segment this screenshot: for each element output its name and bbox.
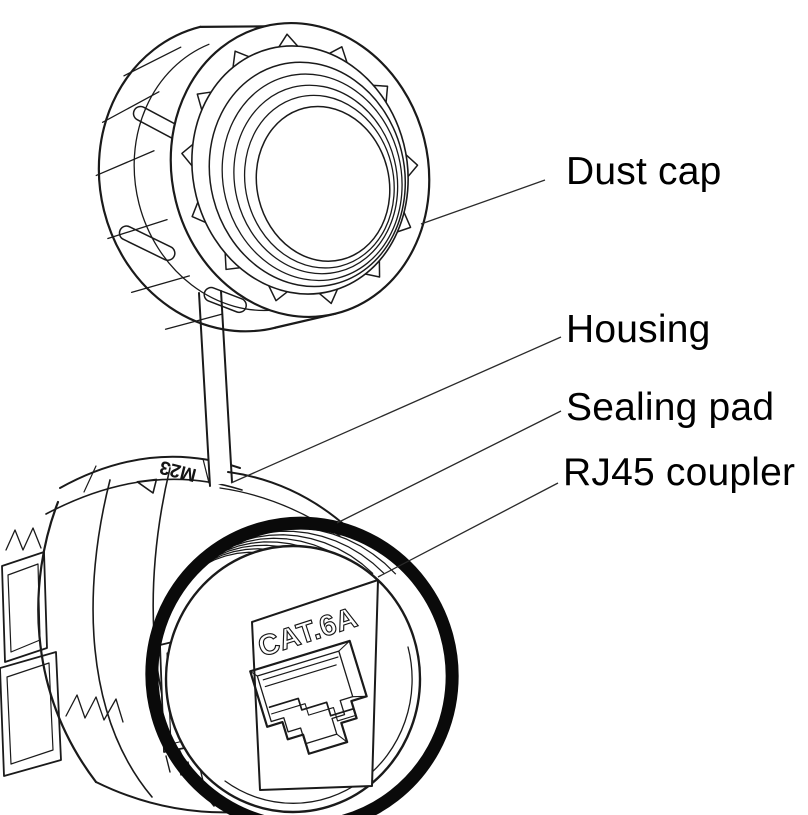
tether-strap-right-edge bbox=[220, 290, 233, 483]
rj45-jack-shelf-step-lower bbox=[271, 703, 357, 722]
dust-cap-body-silhouette bbox=[97, 25, 277, 333]
leader-line-rj45-coupler bbox=[377, 482, 559, 578]
leader-line-housing bbox=[230, 336, 562, 484]
leader-lines bbox=[230, 179, 562, 578]
label-housing: Housing bbox=[566, 308, 711, 351]
dust-cap-grip-slot-2 bbox=[118, 225, 176, 261]
dust-cap-knurl-facets bbox=[95, 46, 223, 330]
dust-cap-bore-ring-2 bbox=[221, 73, 403, 282]
dust-cap-bore-ring-3 bbox=[233, 84, 399, 275]
housing-side-window-2 bbox=[0, 651, 62, 777]
sealing-pad-ring bbox=[145, 516, 459, 815]
housing-back-thread-teeth-top bbox=[5, 527, 42, 551]
rj45-jack-contact-ridges bbox=[262, 656, 339, 688]
housing-back-thread-teeth-bottom bbox=[65, 694, 124, 723]
housing-thread-size-text: M23 bbox=[158, 456, 199, 485]
rj45-jack-shelf-step bbox=[268, 697, 355, 717]
housing-shoulder-upper bbox=[227, 471, 349, 529]
housing-body-band-2 bbox=[92, 479, 153, 798]
dust-cap-castellations bbox=[181, 33, 419, 305]
label-sealing-pad: Sealing pad bbox=[566, 386, 775, 429]
coupler-face-panel-depth-edge bbox=[377, 579, 388, 590]
dust-cap-drawing bbox=[95, 21, 431, 333]
dust-cap-bore-ring-4 bbox=[243, 94, 395, 269]
housing-side-window-1 bbox=[1, 551, 48, 663]
dust-cap-bore-ring-5 bbox=[255, 105, 391, 262]
rj45-jack-depth-edges bbox=[249, 640, 368, 755]
tether-strap-left-edge bbox=[198, 292, 211, 487]
dust-cap-grip-slot-3 bbox=[203, 286, 247, 314]
dust-cap-rim-band bbox=[191, 45, 409, 295]
direction-triangle-icon bbox=[136, 478, 158, 494]
housing-bottom-edge bbox=[95, 781, 241, 814]
housing-side-window-2-inner bbox=[6, 662, 54, 765]
dust-cap-bore-ring-1 bbox=[208, 61, 407, 288]
rj45-coupler-drawing: CAT.6A bbox=[164, 544, 422, 814]
housing-flange-edge-tick-1 bbox=[83, 465, 97, 493]
leader-line-sealing-pad bbox=[336, 410, 562, 524]
dust-cap-body-inner-arc bbox=[133, 43, 278, 312]
leader-line-dust-cap bbox=[420, 179, 546, 225]
housing-body-band-1 bbox=[37, 500, 98, 784]
label-dust-cap: Dust cap bbox=[566, 150, 722, 193]
housing-thread-marking: M23 bbox=[136, 456, 199, 494]
housing-flange-edge-tick-2 bbox=[202, 458, 210, 484]
rj45-jack-opening bbox=[249, 639, 368, 755]
label-rj45-coupler: RJ45 coupler bbox=[563, 451, 796, 494]
tether-strap bbox=[198, 290, 233, 487]
